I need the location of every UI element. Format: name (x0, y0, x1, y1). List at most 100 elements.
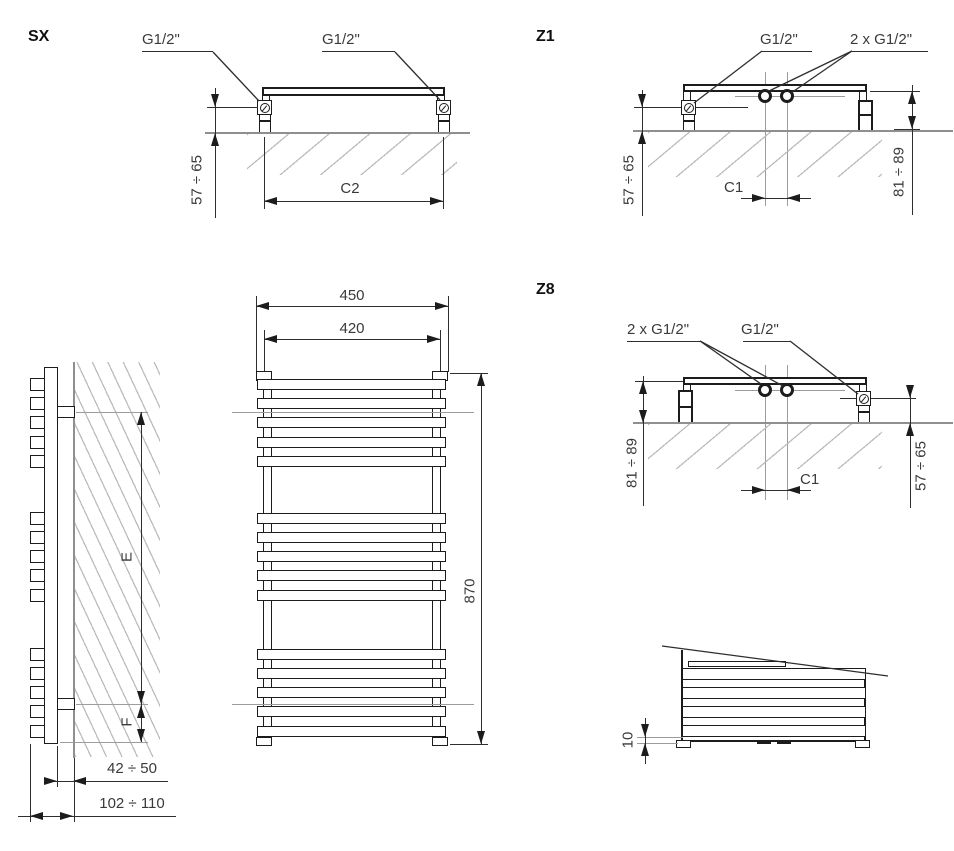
detail-bar (682, 725, 866, 737)
side-bar (30, 725, 45, 738)
side-dim-4250-label: 42 ÷ 50 (107, 760, 157, 777)
detail-bar (682, 668, 866, 680)
side-dim-e-arrow-top (137, 412, 145, 425)
z8-wall-line (633, 422, 953, 424)
front-dim-450-label: 450 (339, 287, 365, 304)
detail-dim-10-tick-top (637, 737, 683, 738)
side-bar (30, 550, 45, 563)
front-dim-450-arrow-right (435, 302, 448, 310)
z8-port-side-label: G1/2" (741, 321, 779, 338)
sx-dim-c2-arrow-left (264, 197, 277, 205)
z1-dim-c1-label: C1 (724, 179, 744, 196)
sx-dim-c2-arrow-right (430, 197, 443, 205)
z8-valve-axis-tick (840, 398, 916, 399)
z1-dim-center-arrow-top (908, 91, 916, 104)
z8-dim-side-arrow-bottom (906, 423, 914, 436)
radiator-bar (257, 706, 446, 717)
z1-valve-stub-divider (683, 120, 695, 122)
front-centerline-top (232, 412, 474, 413)
z1-wall-hatch (648, 132, 882, 177)
sx-valve-circle-left (259, 102, 270, 113)
front-dim-870-tick-top (450, 373, 488, 374)
detail-dim-10-arrow-top (641, 724, 649, 737)
side-dim-tick-mid (76, 704, 148, 705)
detail-port-mark-right (777, 740, 791, 744)
sx-valve-stub-divider-left (259, 120, 271, 122)
side-dim-102110-line (18, 816, 176, 817)
front-dim-450-arrow-left (256, 302, 269, 310)
z8-title: Z8 (536, 281, 555, 298)
z1-dim-side-line (642, 90, 643, 216)
z8-leader-underline-center (627, 341, 700, 342)
side-dim-e-arrow-bottom (137, 691, 145, 704)
front-dim-420-ext-left (264, 330, 265, 372)
z8-valve-stub-divider (858, 411, 870, 413)
detail-bottom-edge (683, 740, 864, 742)
z1-dim-center-line (912, 85, 913, 215)
side-wall-line (73, 362, 75, 758)
side-bar (30, 416, 45, 429)
front-dim-420-ext-right (440, 330, 441, 372)
side-dim-102110-ext-left (30, 744, 31, 822)
z1-dim-side-arrow-bottom (638, 131, 646, 144)
z1-dim-c1-line (741, 198, 811, 199)
side-dim-f-arrow-top (137, 705, 145, 718)
side-dim-102110-arrow-right (60, 812, 73, 820)
z8-dim-c1-arrow-left (752, 486, 765, 494)
side-bar (30, 686, 45, 699)
front-foot-right (432, 737, 448, 746)
front-dim-420-arrow-right (427, 335, 440, 343)
side-bar (30, 705, 45, 718)
z1-dim-center-tick-top (870, 91, 920, 92)
front-dim-870-tick-bottom (450, 744, 488, 745)
z1-dim-center-tick-bottom (894, 129, 920, 130)
side-dim-4250-arrow-right (73, 777, 86, 785)
side-bar (30, 667, 45, 680)
radiator-bar (257, 437, 446, 448)
sx-dim-c2-ext-left (264, 137, 265, 209)
radiator-bar (257, 687, 446, 698)
side-bar (30, 378, 45, 391)
sx-dim-depth-tick (207, 107, 258, 108)
z8-bracket-divider (678, 406, 693, 408)
z1-port-side-label: G1/2" (760, 31, 798, 48)
side-bar (30, 531, 45, 544)
radiator-bar (257, 649, 446, 660)
detail-dim-10-arrow-bottom (641, 743, 649, 756)
z8-dim-center-tick (635, 381, 683, 382)
detail-dim-10-tick-bottom (637, 743, 678, 744)
sx-valve-circle-right (438, 102, 449, 113)
detail-bar-cut (688, 661, 786, 667)
side-dim-f-arrow-bottom (137, 729, 145, 742)
sx-dim-c2-line (264, 201, 443, 202)
sx-dim-c2-ext-right (443, 137, 444, 209)
sx-title: SX (28, 28, 50, 45)
front-dim-870-arrow-top (477, 373, 485, 386)
side-dim-4250-line (44, 781, 168, 782)
radiator-bar (257, 726, 446, 737)
side-dim-102110-label: 102 ÷ 110 (99, 795, 165, 812)
sx-leader-underline-left (142, 51, 213, 52)
z1-dim-c1-arrow-right (787, 194, 800, 202)
sx-radiator-profile (262, 87, 445, 96)
z8-dim-c1-label: C1 (800, 471, 820, 488)
radiator-bar (257, 417, 446, 428)
sx-dim-depth-arrow-bottom (211, 133, 219, 146)
sx-port-label-left: G1/2" (142, 31, 180, 48)
front-dim-420-arrow-left (264, 335, 277, 343)
detail-foot-left (676, 740, 691, 748)
front-dim-420-label: 420 (339, 320, 365, 337)
z1-wall-line (633, 130, 953, 132)
side-dim-4250-arrow-left (44, 777, 57, 785)
z8-dim-side-arrow-top (906, 385, 914, 398)
z1-bracket-divider (858, 114, 873, 116)
side-bracket-bottom (57, 698, 75, 710)
detail-dim-10-line (645, 718, 646, 764)
side-dim-102110-arrow-left (30, 812, 43, 820)
side-bar (30, 512, 45, 525)
front-dim-450-ext-left (256, 296, 257, 372)
side-dim-tick-top (76, 412, 148, 413)
z1-dim-center-arrow-bottom (908, 116, 916, 129)
